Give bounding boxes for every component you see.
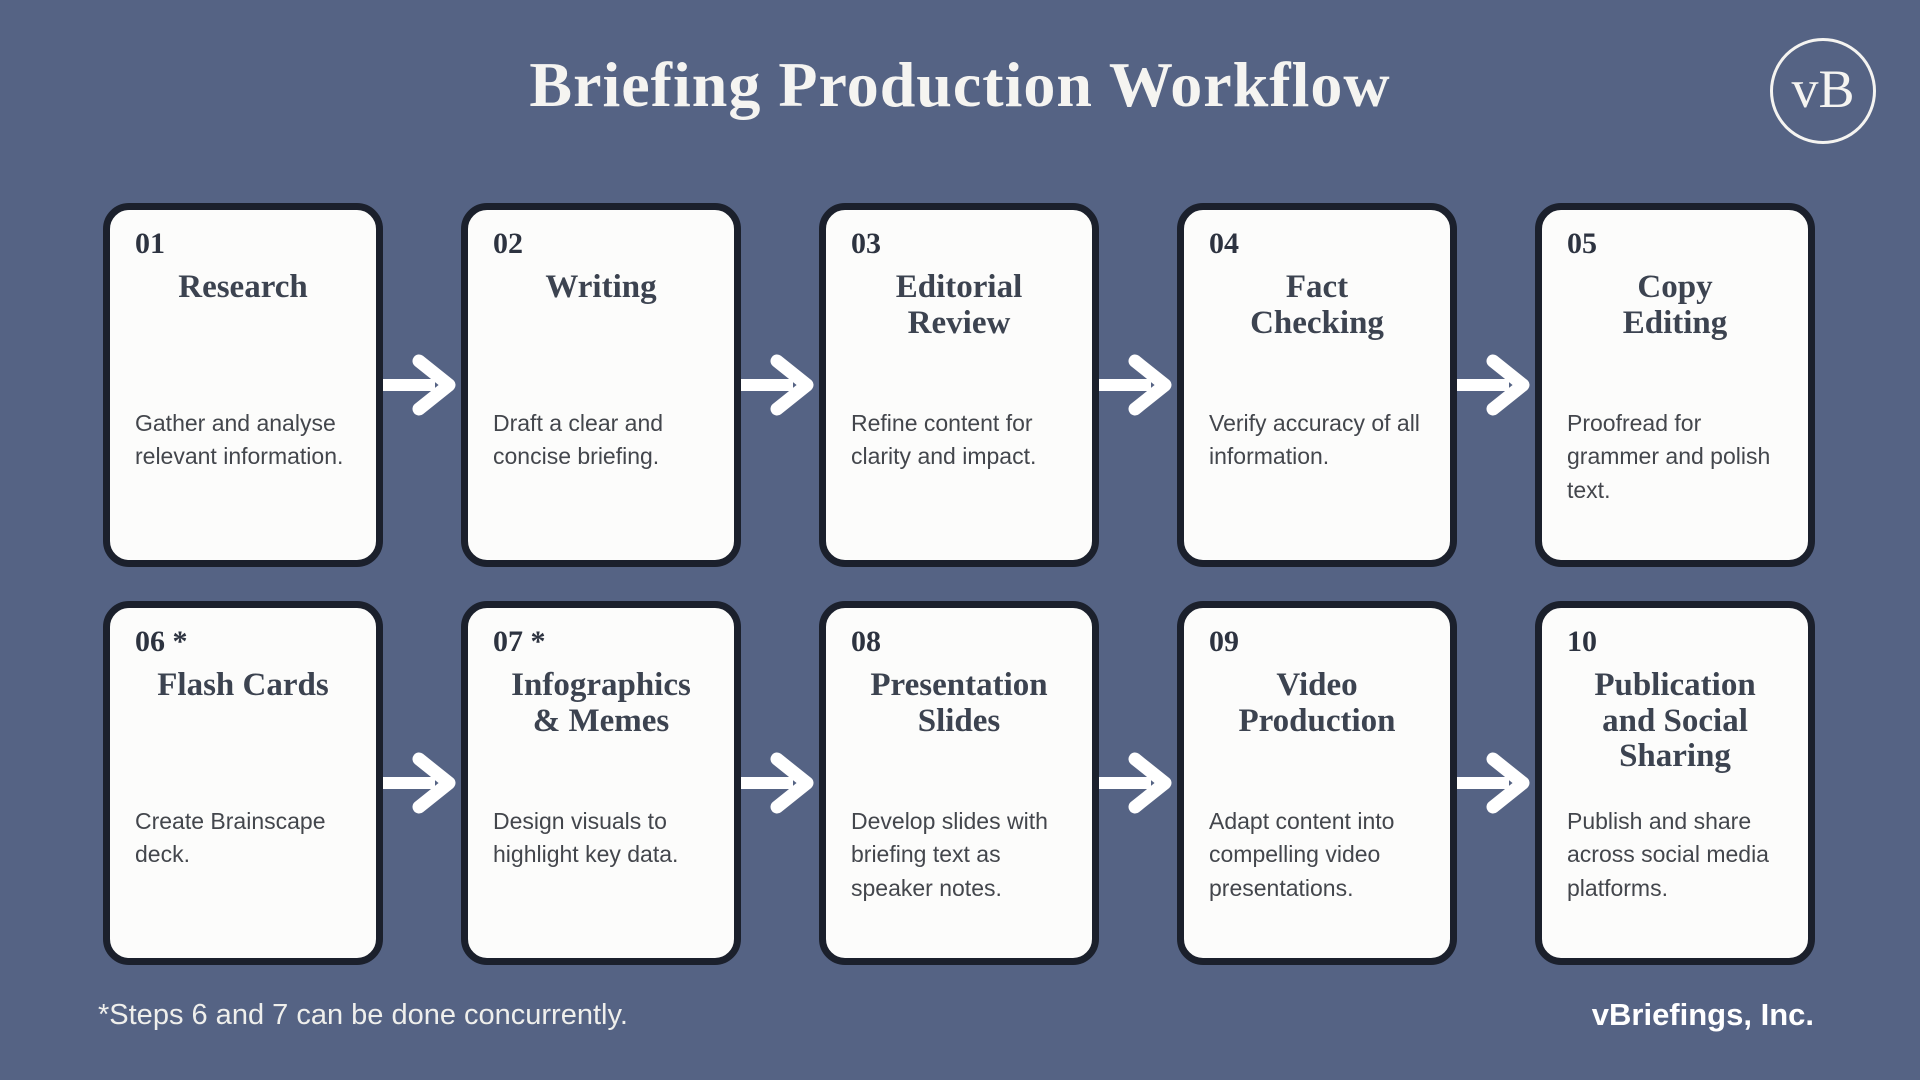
step-description: Refine content for clarity and impact. bbox=[851, 410, 1037, 470]
step-title: Video Production bbox=[1238, 667, 1396, 739]
step-title: Fact Checking bbox=[1250, 269, 1384, 341]
step-number: 10 bbox=[1567, 625, 1597, 658]
step-title: Flash Cards bbox=[157, 667, 329, 703]
step-title: Copy Editing bbox=[1622, 269, 1728, 341]
step-number: 05 bbox=[1567, 227, 1597, 260]
step-description: Gather and analyse relevant information. bbox=[135, 410, 344, 470]
arrow-right-icon bbox=[1099, 203, 1177, 567]
company-name: vBriefings, Inc. bbox=[1591, 997, 1814, 1032]
step-number: 04 bbox=[1209, 227, 1239, 260]
step-description: Create Brainscape deck. bbox=[135, 808, 326, 868]
step-number: 08 bbox=[851, 625, 881, 658]
step-number: 07 * bbox=[493, 625, 546, 658]
step-title: Research bbox=[178, 269, 308, 305]
company-logo-icon: vB bbox=[1770, 38, 1876, 144]
arrow-right-icon bbox=[741, 601, 819, 965]
step-description: Adapt content into compelling video pres… bbox=[1209, 808, 1395, 901]
step-title: Infographics & Memes bbox=[511, 667, 691, 739]
step-number: 02 bbox=[493, 227, 523, 260]
arrow-right-icon bbox=[741, 203, 819, 567]
step-number: 03 bbox=[851, 227, 881, 260]
step-description: Proofread for grammer and polish text. bbox=[1567, 410, 1771, 503]
step-description: Verify accuracy of all information. bbox=[1209, 410, 1420, 470]
step-title: Publication and Social Sharing bbox=[1594, 667, 1756, 775]
step-number: 09 bbox=[1209, 625, 1239, 658]
arrow-right-icon bbox=[1099, 601, 1177, 965]
step-title: Presentation Slides bbox=[870, 667, 1048, 739]
step-description: Develop slides with briefing text as spe… bbox=[851, 808, 1048, 901]
step-number: 06 * bbox=[135, 625, 188, 658]
page-title: Briefing Production Workflow bbox=[529, 49, 1391, 120]
step-title: Writing bbox=[545, 269, 657, 305]
step-title: Editorial Review bbox=[895, 269, 1023, 341]
footnote: *Steps 6 and 7 can be done concurrently. bbox=[98, 999, 628, 1031]
step-description: Design visuals to highlight key data. bbox=[493, 808, 679, 868]
step-number: 01 bbox=[135, 227, 165, 260]
logo-monogram: vB bbox=[1791, 59, 1855, 119]
arrow-right-icon bbox=[1457, 601, 1535, 965]
step-description: Publish and share across social media pl… bbox=[1567, 808, 1769, 901]
step-description: Draft a clear and concise briefing. bbox=[493, 410, 664, 470]
arrow-right-icon bbox=[383, 203, 461, 567]
arrow-right-icon bbox=[1457, 203, 1535, 567]
arrow-right-icon bbox=[383, 601, 461, 965]
